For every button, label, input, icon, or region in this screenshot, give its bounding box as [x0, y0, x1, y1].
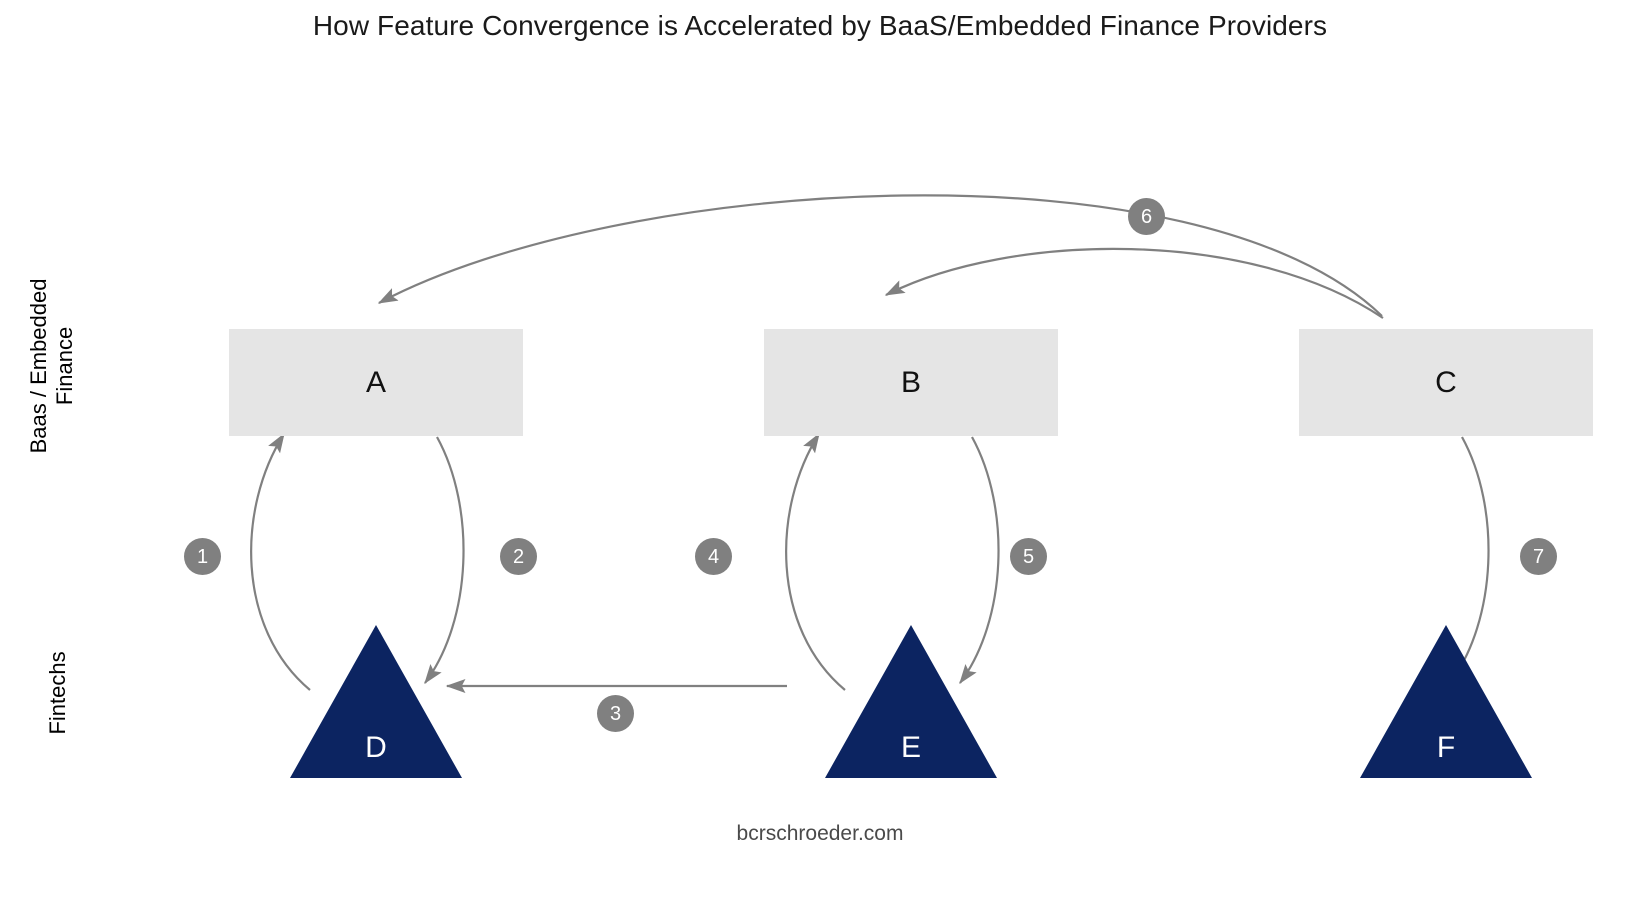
edge-badge-6[interactable]: 6: [1128, 198, 1165, 235]
edge-badge-5[interactable]: 5: [1010, 538, 1047, 575]
edge-badge-7[interactable]: 7: [1520, 538, 1557, 575]
node-triangle-e[interactable]: E: [825, 625, 997, 778]
edge-path-6a: [377, 194, 1383, 317]
node-label-a: A: [365, 365, 386, 399]
node-box-a[interactable]: A: [229, 329, 523, 436]
edge-badge-3[interactable]: 3: [597, 695, 634, 732]
node-box-b[interactable]: B: [764, 329, 1058, 436]
watermark: bcrschroeder.com: [736, 822, 904, 845]
triangle-shape-f: [1360, 625, 1532, 778]
node-triangle-f[interactable]: F: [1360, 625, 1532, 778]
edge-path-6b: [884, 247, 1384, 319]
triangle-shape-d: [290, 625, 462, 778]
node-triangle-d[interactable]: D: [290, 625, 462, 778]
page-title: How Feature Convergence is Accelerated b…: [312, 10, 1328, 41]
edge-badge-4[interactable]: 4: [695, 538, 732, 575]
node-box-c[interactable]: C: [1299, 329, 1593, 436]
triangle-shape-e: [825, 625, 997, 778]
node-label-c: C: [1435, 365, 1457, 399]
axis-label-baas-embedded-finance: Baas / Embedded Finance: [26, 278, 77, 454]
node-label-b: B: [900, 365, 921, 399]
axis-label-fintechs: Fintechs: [45, 651, 71, 735]
edge-badge-2[interactable]: 2: [500, 538, 537, 575]
edge-badge-1[interactable]: 1: [184, 538, 221, 575]
